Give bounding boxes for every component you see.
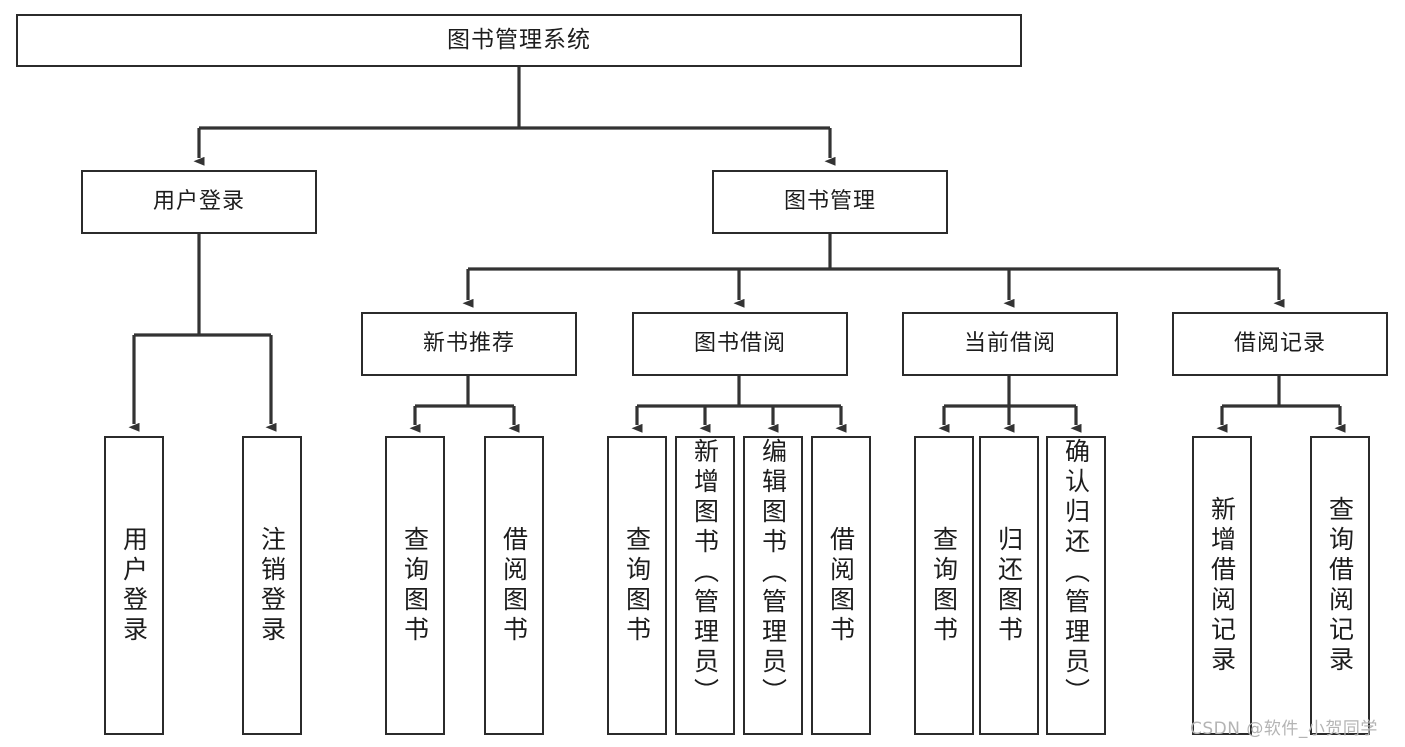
- node-new-book-recommend[interactable]: 新书推荐: [361, 312, 577, 376]
- node-label: 查询图书: [622, 525, 652, 646]
- node-label: 用户登录: [119, 525, 149, 646]
- leaf-borrow-book-recommend[interactable]: 借阅图书: [484, 436, 544, 735]
- leaf-edit-book-admin[interactable]: 编辑图书（管理员）: [743, 436, 803, 735]
- leaf-query-book-current[interactable]: 查询图书: [914, 436, 974, 735]
- node-label: 新增借阅记录: [1207, 495, 1237, 676]
- leaf-borrow-book[interactable]: 借阅图书: [811, 436, 871, 735]
- watermark: CSDN @软件_小贺同学: [1190, 719, 1378, 739]
- node-label: 借阅记录: [1233, 331, 1326, 356]
- leaf-logout[interactable]: 注销登录: [242, 436, 302, 735]
- node-label: 用户登录: [152, 189, 245, 214]
- node-label: 新书推荐: [422, 331, 515, 356]
- leaf-add-borrow-record[interactable]: 新增借阅记录: [1192, 436, 1252, 735]
- node-label: 查询图书: [400, 525, 430, 646]
- leaf-confirm-return-admin[interactable]: 确认归还（管理员）: [1046, 436, 1106, 735]
- node-label: 图书管理: [783, 189, 876, 214]
- node-label: 借阅图书: [499, 525, 529, 646]
- leaf-return-book[interactable]: 归还图书: [979, 436, 1039, 735]
- node-label: 借阅图书: [826, 525, 856, 646]
- node-label: 归还图书: [994, 525, 1024, 646]
- node-label: 图书借阅: [693, 331, 786, 356]
- node-book-borrow[interactable]: 图书借阅: [632, 312, 848, 376]
- leaf-query-book-recommend[interactable]: 查询图书: [385, 436, 445, 735]
- leaf-add-book-admin[interactable]: 新增图书（管理员）: [675, 436, 735, 735]
- node-label: 注销登录: [257, 525, 287, 646]
- node-label: 查询图书: [929, 525, 959, 646]
- node-label: 当前借阅: [963, 331, 1056, 356]
- node-borrow-record[interactable]: 借阅记录: [1172, 312, 1388, 376]
- node-label: 查询借阅记录: [1325, 495, 1355, 676]
- node-current-borrow[interactable]: 当前借阅: [902, 312, 1118, 376]
- node-label: 图书管理系统: [447, 27, 591, 53]
- node-user-login[interactable]: 用户登录: [81, 170, 317, 234]
- node-label: 确认归还（管理员）: [1061, 438, 1091, 708]
- leaf-user-login[interactable]: 用户登录: [104, 436, 164, 735]
- node-root-system[interactable]: 图书管理系统: [16, 14, 1022, 67]
- node-book-management[interactable]: 图书管理: [712, 170, 948, 234]
- leaf-query-borrow-record[interactable]: 查询借阅记录: [1310, 436, 1370, 735]
- node-label: 编辑图书（管理员）: [758, 438, 788, 708]
- node-label: 新增图书（管理员）: [690, 438, 720, 708]
- leaf-query-book-borrow[interactable]: 查询图书: [607, 436, 667, 735]
